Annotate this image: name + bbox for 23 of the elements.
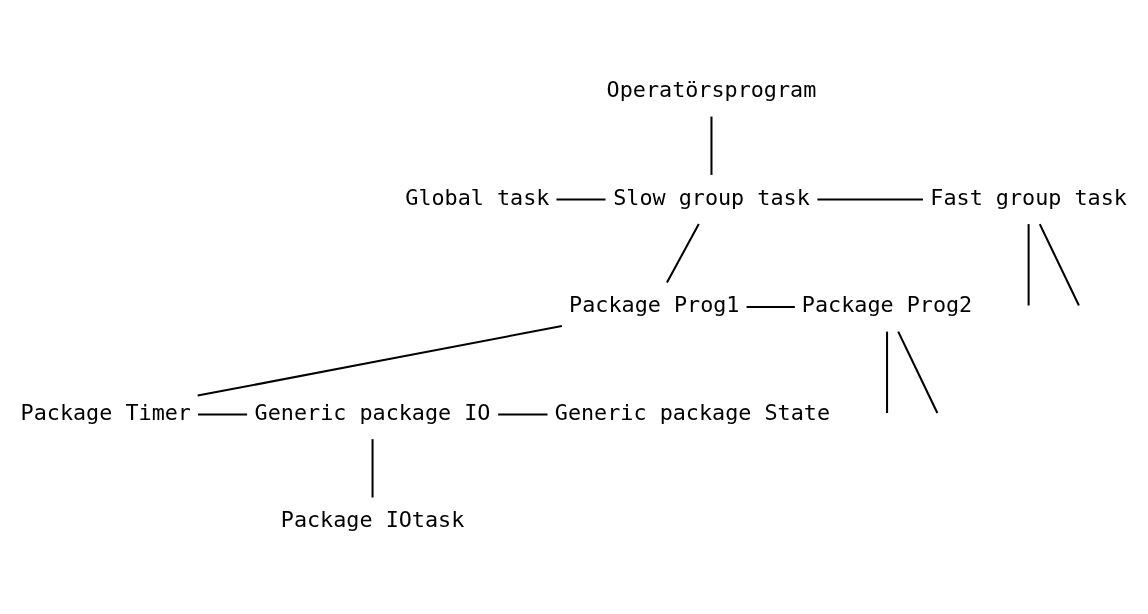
node-text: Slow group task <box>613 184 810 210</box>
connector <box>817 198 923 201</box>
connector <box>498 413 548 416</box>
connector <box>897 331 939 414</box>
connector <box>197 325 563 397</box>
connector <box>371 439 374 498</box>
connector <box>556 198 606 201</box>
node-text: Generic package IO <box>254 399 491 425</box>
node-text: Global task <box>405 184 550 210</box>
node-text: Package Timer <box>20 399 191 425</box>
connector <box>710 116 713 175</box>
connector <box>666 223 700 283</box>
connector <box>886 331 889 413</box>
node-text: Package Prog1 <box>569 292 740 318</box>
connector <box>1027 224 1030 306</box>
connector <box>198 413 248 416</box>
node-text: Package Prog2 <box>801 292 973 318</box>
connector <box>1038 223 1080 306</box>
node-text: Package IOtask <box>280 507 465 533</box>
node-text: Fast group task <box>930 184 1127 210</box>
connector <box>746 306 795 308</box>
node-text: Generic package State <box>554 399 831 425</box>
node-text: Operatörsprogram <box>606 77 817 103</box>
